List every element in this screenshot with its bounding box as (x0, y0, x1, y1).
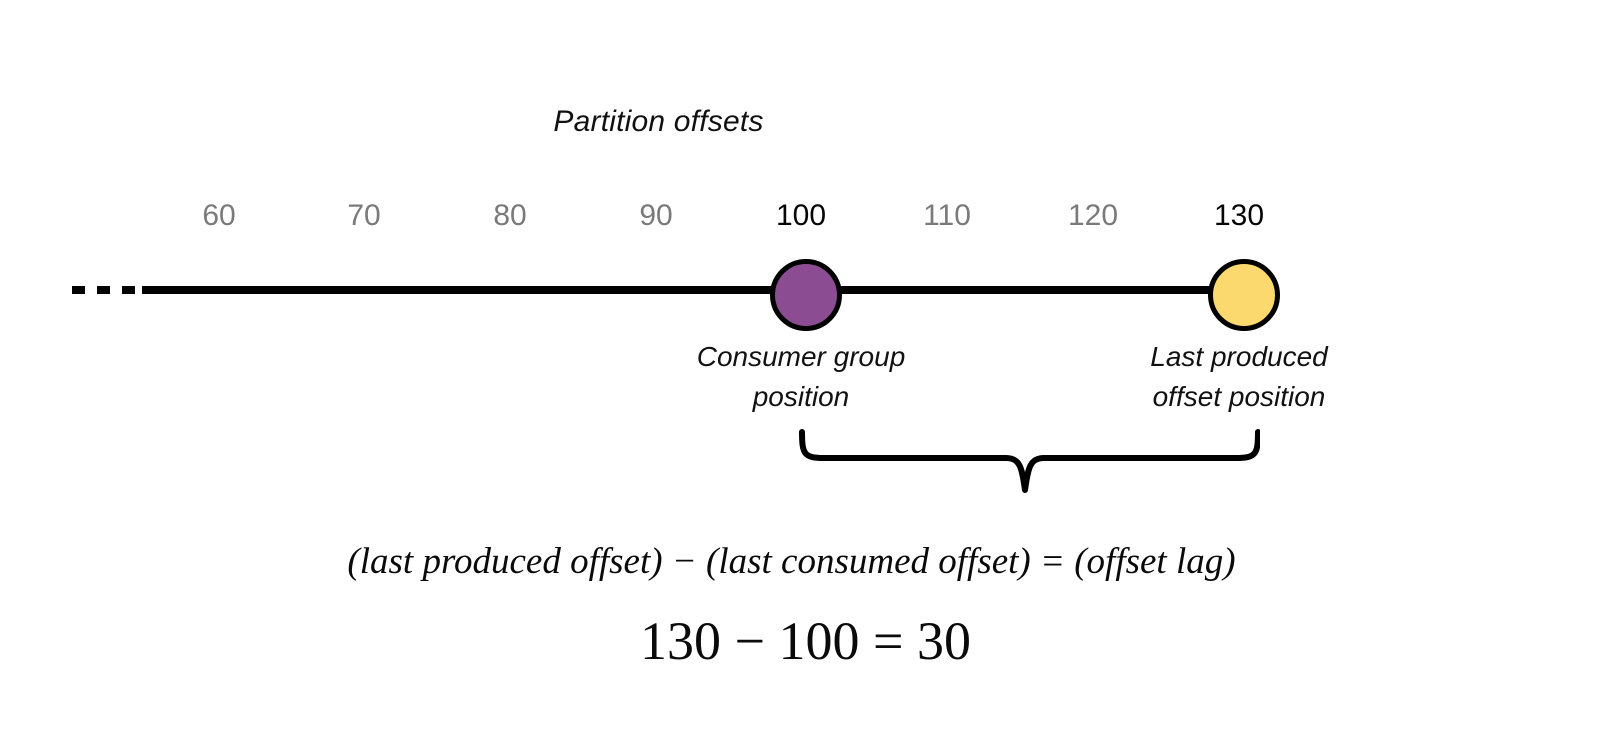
offset-lag-computation: 130 − 100 = 30 (640, 611, 971, 671)
axis-tick-110: 110 (923, 199, 971, 232)
ellipsis-dash-1 (72, 286, 85, 294)
ellipsis-dash-2 (97, 286, 110, 294)
offset-lag-formula: (last produced offset) − (last consumed … (347, 541, 1236, 582)
axis-tick-120: 120 (1067, 199, 1119, 232)
axis-tick-90: 90 (639, 199, 673, 232)
axis-tick-80: 80 (493, 199, 527, 232)
ellipsis-dash-3 (122, 286, 135, 294)
node-marker-consumer-group-position (770, 259, 842, 331)
caption-line-1: Last produced (1150, 341, 1328, 372)
caption-line-1: Consumer group (696, 341, 906, 372)
page-title: Partition offsets (553, 105, 764, 138)
offset-number-line (142, 286, 1240, 294)
brace-icon (799, 429, 1261, 493)
node-caption-last-produced-offset-position: Last produced offset position (1079, 337, 1399, 417)
axis-tick-100: 100 (775, 199, 827, 232)
offset-lag-brace (790, 428, 1261, 504)
axis-tick-70: 70 (347, 199, 381, 232)
node-caption-consumer-group-position: Consumer group position (641, 337, 961, 417)
axis-tick-130: 130 (1213, 199, 1265, 232)
caption-line-2: position (752, 381, 850, 412)
caption-line-2: offset position (1152, 381, 1326, 412)
axis-tick-60: 60 (202, 199, 236, 232)
axis-leading-ellipsis (72, 286, 136, 294)
node-marker-last-produced-offset-position (1208, 259, 1280, 331)
